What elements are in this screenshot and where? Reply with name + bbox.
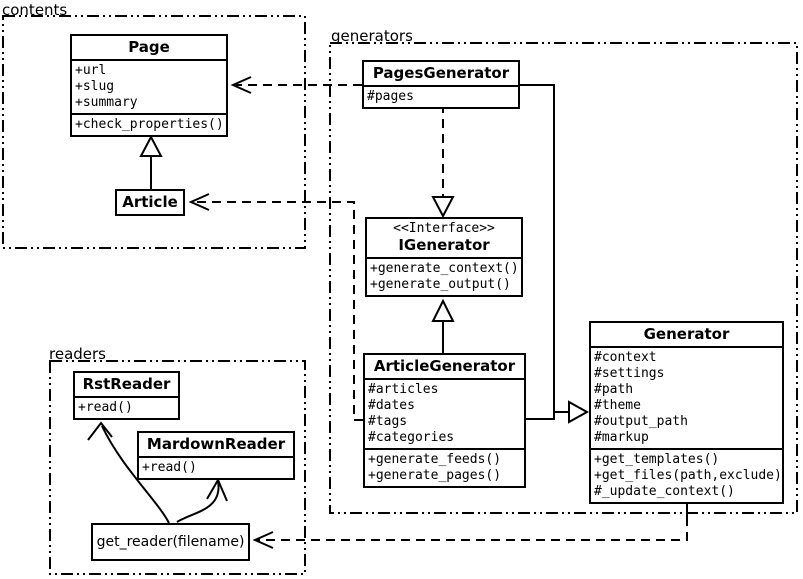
class-methods-generator: +get_templates()+get_files(path,exclude)… [591,448,782,502]
class-title-igenerator: IGenerator [398,236,490,254]
dependency-arrow-pagesgenerator-to-page [230,76,362,94]
class-box-generator: Generator #context#settings#path#theme#o… [589,321,784,504]
class-title-mardownreader: MardownReader [146,435,286,453]
class-box-igenerator: <<Interface>> IGenerator +generate_conte… [365,217,523,297]
package-label-contents: contents [2,1,68,19]
class-box-page: Page +url+slug+summary +check_properties… [70,34,228,137]
class-header-igenerator: <<Interface>> IGenerator [367,219,521,257]
curved-arrow-getreader-to-rstreader [87,421,170,524]
curved-arrow-getreader-to-mardownreader [176,477,228,523]
class-methods-page: +check_properties() [72,113,226,135]
class-methods-rstreader: +read() [75,396,178,418]
class-title-page: Page [128,38,170,56]
box-get-reader-label: get_reader(filename) [96,534,245,550]
class-title-articlegenerator: ArticleGenerator [373,357,516,375]
package-border-contents [2,15,306,249]
package-border-readers [49,360,306,575]
class-methods-igenerator: +generate_context()+generate_output() [367,257,521,295]
class-box-article: Article [115,189,185,216]
class-stereotype-igenerator: <<Interface>> [393,221,495,236]
class-attributes-articlegenerator: #articles#dates#tags#categories [365,378,524,448]
realization-arrow-pagesgenerator-to-igenerator [431,104,455,219]
inheritance-arrow-generators-to-generator [520,84,590,424]
package-border-generators [329,42,798,514]
package-label-generators: generators [331,27,413,45]
class-attributes-pagesgenerator: #pages [364,85,518,107]
class-attributes-page: +url+slug+summary [72,59,226,113]
box-get-reader: get_reader(filename) [91,523,250,561]
class-title-generator: Generator [643,325,730,343]
class-title-article: Article [122,193,178,211]
class-attributes-generator: #context#settings#path#theme#output_path… [591,346,782,448]
class-methods-articlegenerator: +generate_feeds()+generate_pages() [365,448,524,486]
class-box-mardownreader: MardownReader +read() [137,431,295,480]
inheritance-arrow-articlegenerator-to-igenerator [431,298,455,353]
inheritance-arrow-article-to-page [139,134,163,189]
dependency-arrow-articlegenerator-to-article [188,193,363,421]
class-box-articlegenerator: ArticleGenerator #articles#dates#tags#ca… [363,353,526,488]
class-box-rstreader: RstReader +read() [73,371,180,420]
dependency-arrow-generator-to-getreader [252,503,688,549]
class-title-rstreader: RstReader [82,375,171,393]
class-methods-mardownreader: +read() [139,456,293,478]
package-label-readers: readers [49,345,106,363]
class-box-pagesgenerator: PagesGenerator #pages [362,60,520,109]
class-title-pagesgenerator: PagesGenerator [372,64,510,82]
